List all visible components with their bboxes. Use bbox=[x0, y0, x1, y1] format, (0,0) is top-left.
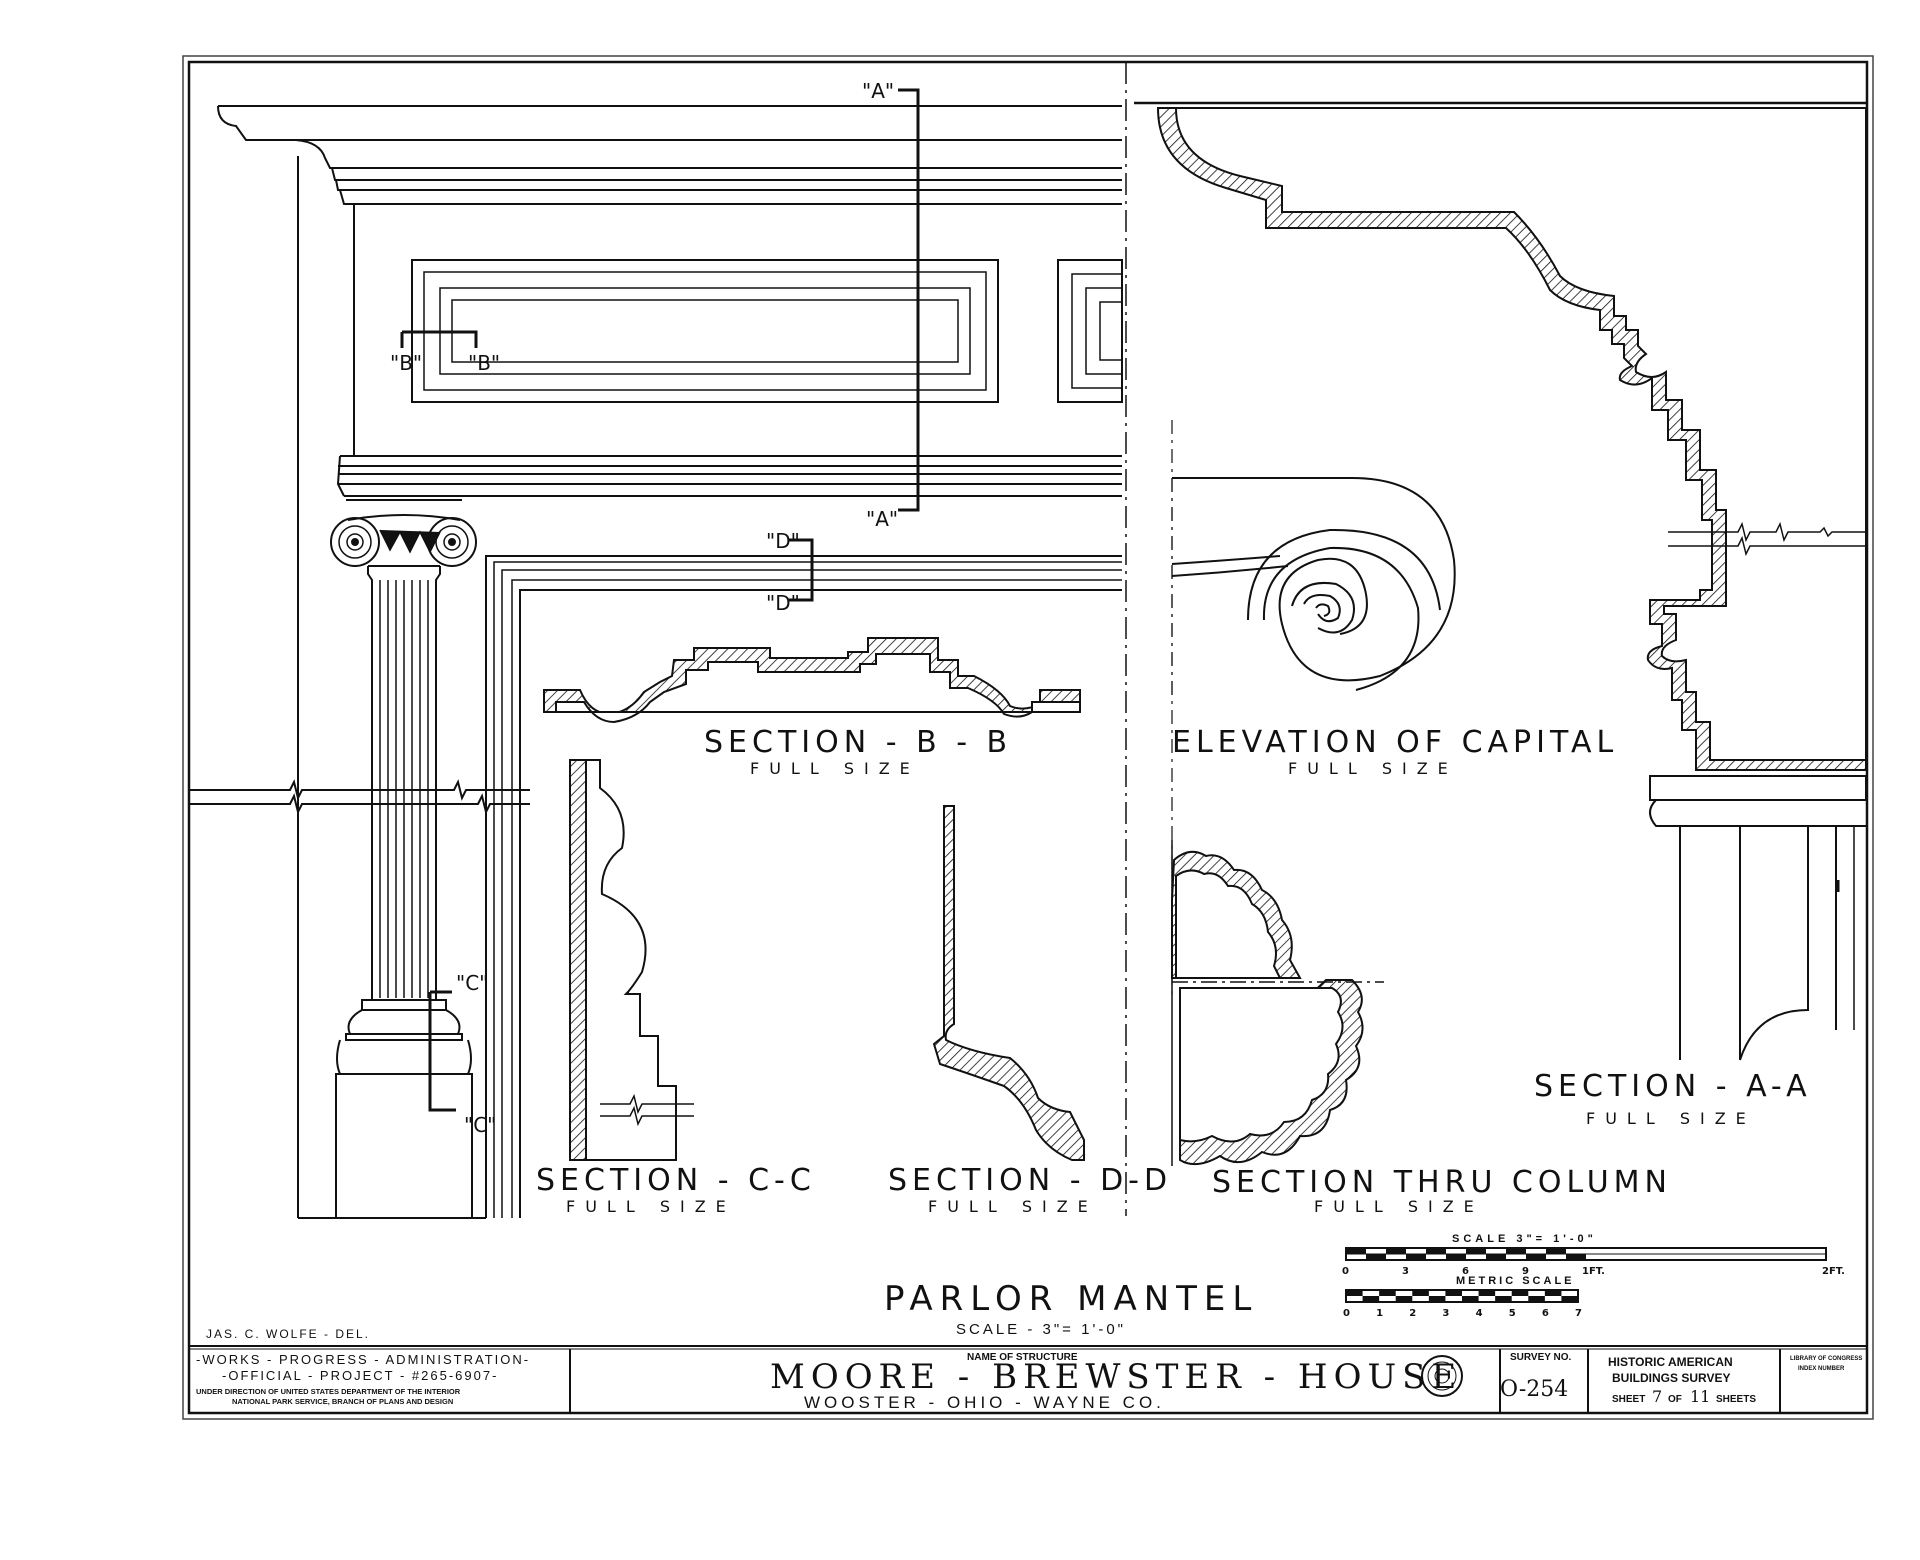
metric-scale-segment bbox=[1379, 1290, 1396, 1296]
imperial-scale-segment bbox=[1406, 1254, 1426, 1260]
section-aa-subtitle: FULL SIZE bbox=[1586, 1109, 1756, 1128]
loc-line-2: INDEX NUMBER bbox=[1798, 1366, 1845, 1372]
imperial-tick-label: 0 bbox=[1342, 1266, 1349, 1277]
imperial-scale-segment bbox=[1506, 1248, 1526, 1254]
survey-number: O-254 bbox=[1500, 1377, 1568, 1402]
habs-line-2: BUILDINGS SURVEY bbox=[1612, 1371, 1730, 1385]
metric-scale-segment bbox=[1428, 1296, 1446, 1302]
sheet-number: 7 bbox=[1652, 1387, 1662, 1406]
capital-elevation bbox=[1171, 477, 1456, 700]
marker-c-top: "C" bbox=[456, 971, 488, 995]
imperial-scale-segment bbox=[1426, 1248, 1446, 1254]
wpa-line-2: -OFFICIAL - PROJECT - #265-6907- bbox=[222, 1368, 498, 1383]
section-bb-profile bbox=[543, 637, 1081, 724]
metric-tick-label: 2 bbox=[1409, 1308, 1416, 1319]
structure-location: WOOSTER - OHIO - WAYNE CO. bbox=[804, 1393, 1165, 1412]
metric-scale-segment bbox=[1528, 1296, 1545, 1302]
section-cc-label: SECTION - C-C bbox=[536, 1163, 816, 1198]
section-bb-label: SECTION - B - B bbox=[704, 725, 1012, 760]
section-aa-label: SECTION - A-A bbox=[1534, 1069, 1812, 1104]
sheet-total: 11 bbox=[1690, 1387, 1710, 1406]
imperial-scale-segment bbox=[1366, 1254, 1386, 1260]
metric-tick-label: 6 bbox=[1542, 1308, 1549, 1319]
imperial-scale-segment bbox=[1466, 1248, 1486, 1254]
elevation-capital-label: ELEVATION OF CAPITAL bbox=[1172, 725, 1618, 760]
metric-scale-segment bbox=[1511, 1290, 1529, 1296]
imperial-tick-label: 9 bbox=[1522, 1266, 1529, 1277]
imperial-tick-label: 6 bbox=[1462, 1266, 1469, 1277]
imperial-scale-segment bbox=[1526, 1254, 1546, 1260]
sheets-word: SHEETS bbox=[1716, 1394, 1756, 1405]
section-column-label: SECTION THRU COLUMN bbox=[1212, 1165, 1672, 1200]
marker-c-bottom: "C" bbox=[464, 1113, 496, 1137]
marker-b-left: "B" bbox=[390, 351, 422, 375]
metric-scale-title: METRIC SCALE bbox=[1456, 1275, 1575, 1287]
metric-scale-bar bbox=[1345, 1289, 1579, 1303]
section-column-profile bbox=[1171, 840, 1384, 1166]
metric-tick-label: 0 bbox=[1343, 1308, 1350, 1319]
metric-scale-segment bbox=[1462, 1296, 1479, 1302]
habs-line-1: HISTORIC AMERICAN bbox=[1608, 1355, 1733, 1369]
structure-name-heading: NAME OF STRUCTURE bbox=[967, 1352, 1078, 1363]
metric-scale-segment bbox=[1495, 1296, 1512, 1302]
section-bb-subtitle: FULL SIZE bbox=[750, 759, 920, 778]
section-cc-subtitle: FULL SIZE bbox=[566, 1197, 736, 1216]
of-word: OF bbox=[1668, 1394, 1682, 1405]
metric-tick-label: 5 bbox=[1509, 1308, 1516, 1319]
metric-scale-segment bbox=[1544, 1290, 1562, 1296]
metric-scale-segment bbox=[1362, 1296, 1380, 1302]
section-cut-markers bbox=[400, 88, 920, 1112]
metric-tick-label: 3 bbox=[1442, 1308, 1449, 1319]
imperial-scale-segment bbox=[1346, 1248, 1366, 1254]
wpa-line-1: -WORKS - PROGRESS - ADMINISTRATION- bbox=[196, 1352, 530, 1367]
delineator: JAS. C. WOLFE - DEL. bbox=[206, 1327, 370, 1341]
metric-tick-label: 1 bbox=[1376, 1308, 1383, 1319]
imperial-scale-segment bbox=[1566, 1254, 1586, 1260]
drawing-title: PARLOR MANTEL bbox=[884, 1279, 1258, 1319]
sheet-word: SHEET bbox=[1612, 1394, 1645, 1405]
marker-b-right: "B" bbox=[468, 351, 500, 375]
section-dd-label: SECTION - D-D bbox=[888, 1163, 1172, 1198]
imperial-tick-label: 2FT. bbox=[1822, 1266, 1845, 1277]
loc-line-1: LIBRARY OF CONGRESS bbox=[1790, 1356, 1862, 1362]
section-dd-profile bbox=[932, 805, 1085, 1161]
imperial-scale-segment bbox=[1486, 1254, 1506, 1260]
section-column-subtitle: FULL SIZE bbox=[1314, 1197, 1484, 1216]
metric-scale-segment bbox=[1561, 1296, 1578, 1302]
metric-scale-segment bbox=[1346, 1290, 1363, 1296]
survey-heading: SURVEY NO. bbox=[1510, 1352, 1572, 1363]
structure-name: MOORE - BREWSTER - HOUSE bbox=[770, 1357, 1462, 1397]
imperial-scale-segment bbox=[1386, 1248, 1406, 1254]
imperial-scale-segment bbox=[1446, 1254, 1466, 1260]
imperial-tick-label: 1FT. bbox=[1582, 1266, 1605, 1277]
metric-tick-label: 4 bbox=[1476, 1308, 1483, 1319]
wpa-line-3: UNDER DIRECTION OF UNITED STATES DEPARTM… bbox=[196, 1387, 461, 1396]
metric-scale-segment bbox=[1412, 1290, 1429, 1296]
section-dd-subtitle: FULL SIZE bbox=[928, 1197, 1098, 1216]
marker-a-top: "A" bbox=[862, 79, 894, 103]
marker-d-top: "D" bbox=[766, 529, 800, 553]
section-aa-profile bbox=[1134, 101, 1867, 1061]
imperial-scale-bar bbox=[1345, 1247, 1827, 1261]
section-cc-profile bbox=[569, 759, 694, 1161]
imperial-tick-label: 3 bbox=[1402, 1266, 1409, 1277]
metric-tick-label: 7 bbox=[1575, 1308, 1582, 1319]
title-block bbox=[189, 1345, 1867, 1413]
metric-scale-segment bbox=[1445, 1290, 1462, 1296]
metric-scale-segment bbox=[1478, 1290, 1496, 1296]
marker-a-bottom: "A" bbox=[866, 507, 898, 531]
drawing-scale: SCALE - 3"= 1'-0" bbox=[956, 1321, 1126, 1338]
imperial-scale-segment bbox=[1546, 1248, 1566, 1254]
outer-border bbox=[182, 55, 1874, 1420]
metric-scale-segment bbox=[1395, 1296, 1413, 1302]
elevation-capital-subtitle: FULL SIZE bbox=[1288, 759, 1458, 778]
imperial-scale-title: SCALE 3"= 1'-0" bbox=[1452, 1233, 1597, 1245]
wpa-line-4: NATIONAL PARK SERVICE, BRANCH OF PLANS A… bbox=[232, 1397, 453, 1406]
marker-d-bottom: "D" bbox=[766, 591, 800, 615]
